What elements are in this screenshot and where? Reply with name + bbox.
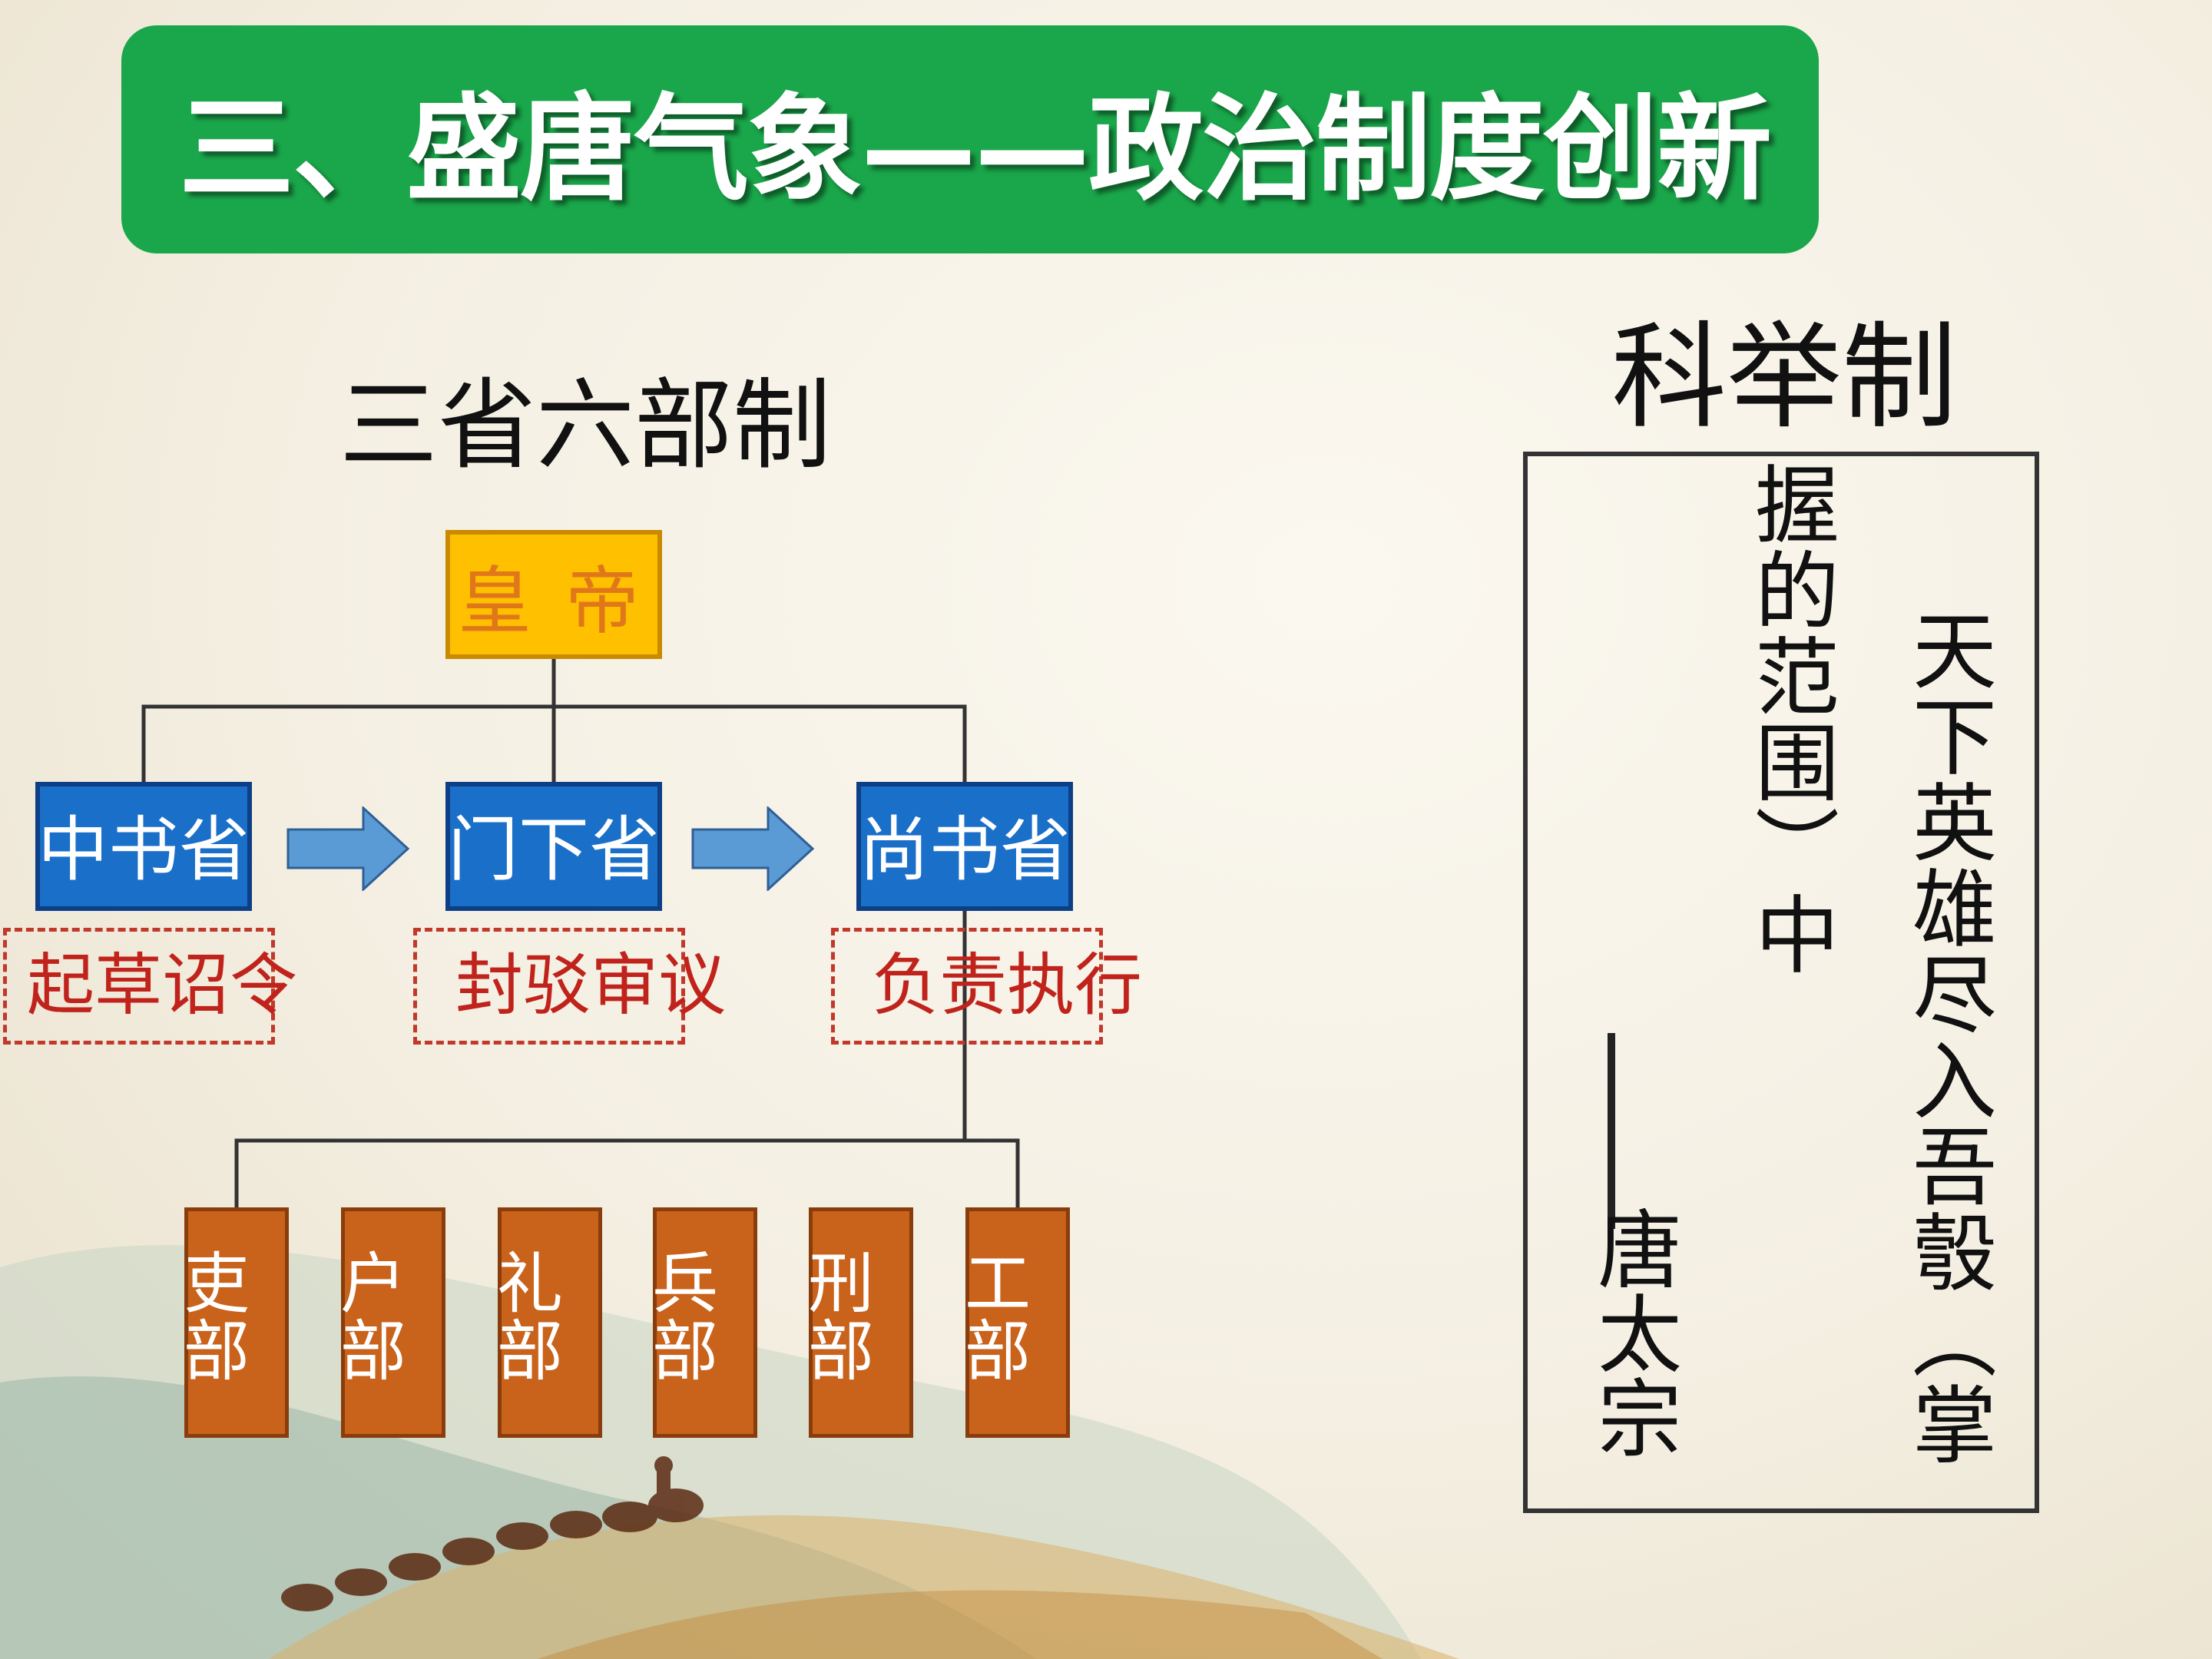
duty-zhongshu: 起草诏令 xyxy=(3,928,297,1045)
department-suffix: 部 xyxy=(965,1313,1031,1390)
sansheng-heading: 三省六部制 xyxy=(339,369,832,483)
department-suffix: 部 xyxy=(652,1313,718,1390)
department-gong: 工 部 xyxy=(965,1207,1070,1438)
department-name: 户 xyxy=(340,1246,406,1323)
department-xing: 刑 部 xyxy=(808,1207,913,1438)
page-title: 三、盛唐气象——政治制度创新 xyxy=(179,83,1772,217)
quote-line-2: 握的范围）中 xyxy=(1740,461,1839,977)
duty-menxia: 封驳审议 xyxy=(413,928,726,1045)
keju-heading: 科举制 xyxy=(1611,311,1958,445)
department-suffix: 部 xyxy=(340,1313,406,1390)
keju-quote-box xyxy=(1523,452,2039,1513)
quote-author: 唐太宗 xyxy=(1583,1206,1681,1459)
right-arrow-icon xyxy=(691,806,814,891)
department-bing: 兵 部 xyxy=(652,1207,757,1438)
right-arrow-icon xyxy=(286,806,409,891)
emperor-node: 皇帝 xyxy=(445,530,662,659)
department-name: 吏 xyxy=(184,1246,250,1323)
department-name: 兵 xyxy=(652,1246,718,1323)
title-banner: 三、盛唐气象——政治制度创新 xyxy=(121,25,1819,253)
department-name: 工 xyxy=(965,1246,1031,1323)
department-suffix: 部 xyxy=(184,1313,250,1390)
quote-line-1: 天下英雄尽入吾彀（掌 xyxy=(1898,607,1996,1467)
department-hu: 户 部 xyxy=(340,1207,445,1438)
province-zhongshu: 中书省 xyxy=(35,782,252,911)
department-suffix: 部 xyxy=(808,1313,874,1390)
department-name: 礼 xyxy=(497,1246,563,1323)
department-name: 刑 xyxy=(808,1246,874,1323)
province-menxia: 门下省 xyxy=(445,782,662,911)
duty-shangshu: 负责执行 xyxy=(831,928,1142,1045)
attribution-dash xyxy=(1608,1033,1615,1229)
province-shangshu: 尚书省 xyxy=(856,782,1073,911)
camel-caravan-icon xyxy=(281,1456,704,1611)
department-li-rites: 礼 部 xyxy=(497,1207,602,1438)
department-suffix: 部 xyxy=(497,1313,563,1390)
department-li: 吏 部 xyxy=(184,1207,289,1438)
